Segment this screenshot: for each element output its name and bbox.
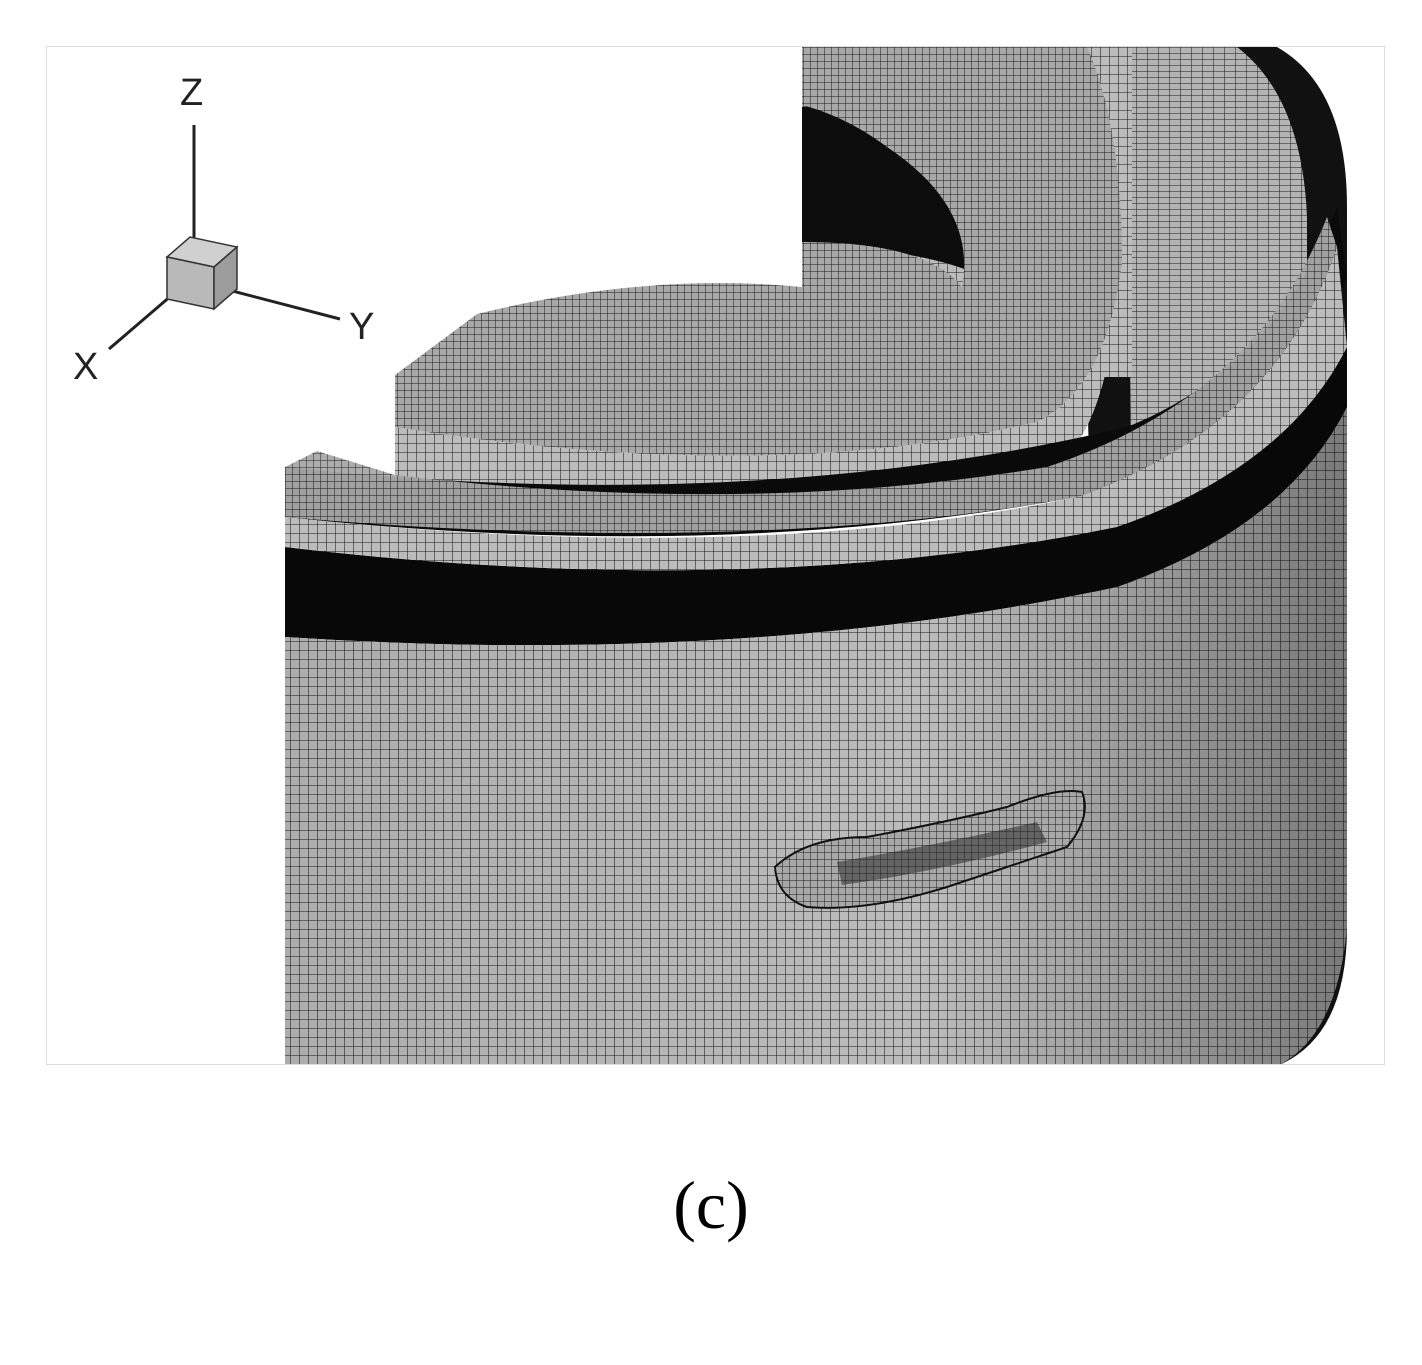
triad-cube [165, 236, 239, 311]
refinement-patch-core [837, 822, 1047, 885]
mesh-figure-panel: Z Y X [46, 46, 1385, 1065]
dense-boundary-layer-band [285, 347, 1347, 646]
cylinder-shading [285, 407, 1347, 1064]
y-axis-label: Y [349, 306, 374, 348]
x-axis-line [108, 293, 173, 351]
cylindrical-mesh-render: Z Y X [73, 47, 1347, 1064]
refined-mesh-strip [285, 247, 1347, 571]
axes-triad: Z Y X [73, 72, 374, 388]
upper-ring-side-face [395, 262, 1122, 495]
figure-caption: (c) [673, 1167, 749, 1243]
y-axis-line [216, 285, 341, 321]
x-axis-label: X [73, 346, 98, 388]
z-axis-label: Z [180, 72, 203, 114]
lower-ring-top-face [285, 217, 1337, 533]
ring-gap-band [285, 207, 1347, 537]
upper-ring-top-face [395, 47, 1122, 456]
